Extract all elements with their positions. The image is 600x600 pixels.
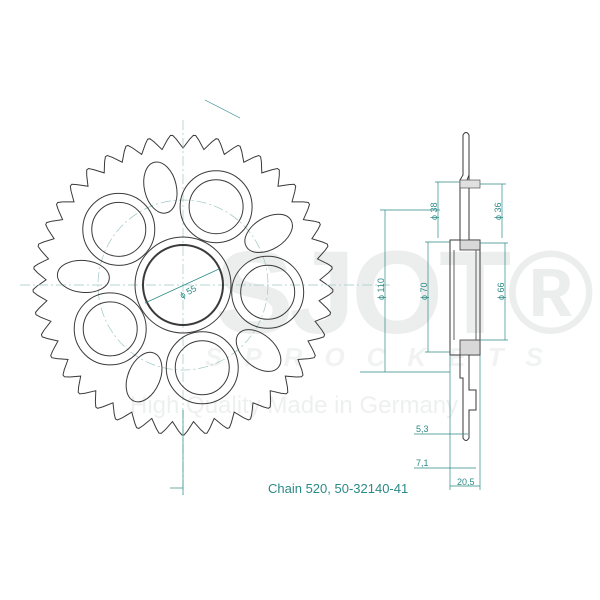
- dim-66: ϕ 66: [496, 282, 506, 300]
- section-hatch: [459, 239, 481, 251]
- bolt-boss: [165, 331, 239, 405]
- dim-36: ϕ 36: [493, 202, 503, 220]
- bolt-boss: [231, 255, 305, 329]
- caption: Chain 520, 50-32140-41: [268, 481, 409, 496]
- bolt-hole: [188, 179, 244, 235]
- lightening-cutout: [56, 259, 110, 294]
- lightening-cutout: [244, 213, 293, 254]
- bolt-hole: [240, 264, 296, 320]
- dim-70: ϕ 70: [419, 282, 429, 300]
- dimension-lines: [170, 99, 508, 495]
- dim-71: 7,1: [416, 458, 429, 468]
- bolt-boss: [73, 292, 147, 366]
- dim-38: ϕ 38: [429, 202, 439, 220]
- lightening-cutout: [235, 329, 282, 372]
- dim-205: 20,5: [457, 477, 475, 487]
- bolt-hole: [91, 201, 147, 257]
- lightening-cutout: [125, 351, 163, 403]
- lightening-cutout: [143, 161, 178, 214]
- front-view: [20, 120, 390, 495]
- bolt-hole: [82, 301, 138, 357]
- section-hatch: [459, 179, 481, 189]
- side-profile: [449, 132, 481, 441]
- section-hatch: [459, 339, 481, 356]
- side-view: [170, 99, 508, 495]
- dim-53: 5,3: [416, 424, 429, 434]
- bolt-hole: [174, 340, 230, 396]
- bolt-boss: [179, 170, 253, 244]
- bolt-circle: [97, 199, 269, 371]
- bore: [142, 244, 224, 326]
- bolt-boss: [82, 192, 156, 266]
- hub-ring: [134, 236, 232, 334]
- dim-bolt-circle: ϕ 110: [376, 278, 386, 300]
- bore-dimension: [144, 268, 220, 304]
